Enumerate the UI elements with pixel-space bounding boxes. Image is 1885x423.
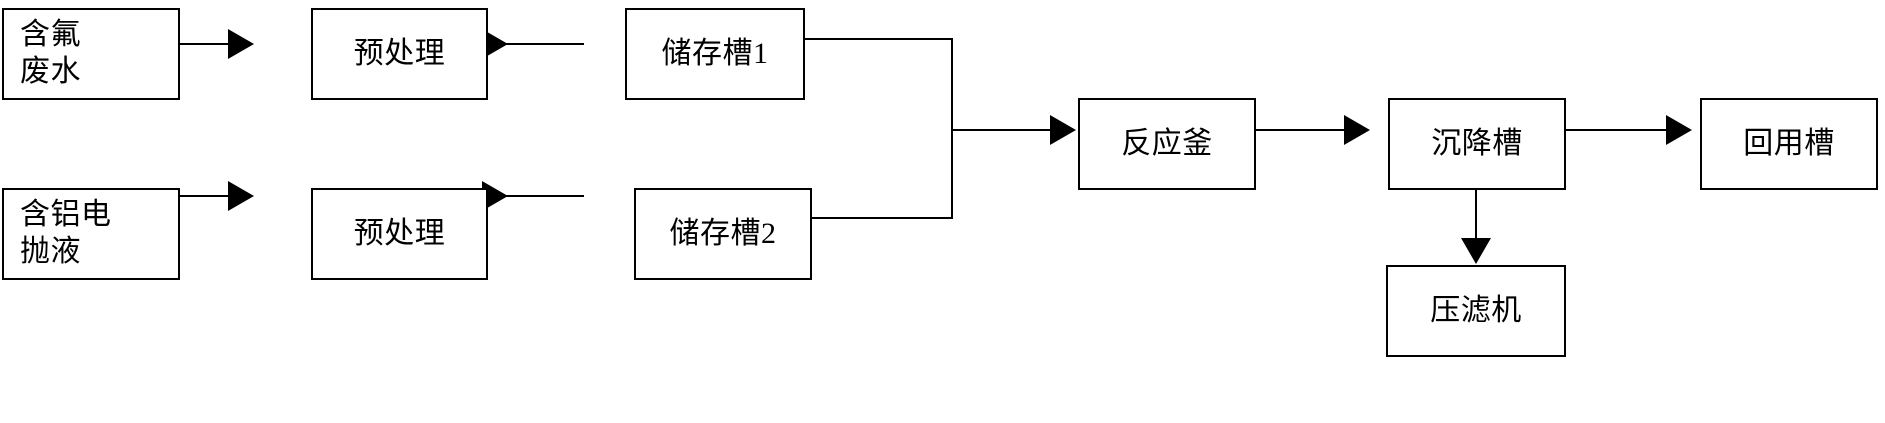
node-label-reactor: 反应釜	[1121, 126, 1213, 160]
edge-merge-column	[951, 38, 953, 219]
node-label-storage-tank-2: 储存槽2	[669, 216, 777, 250]
node-label-filter-press: 压滤机	[1430, 293, 1522, 327]
node-settling-tank[interactable]: 沉降槽	[1388, 98, 1566, 190]
arrowhead-settling-tank-to-filter-press	[1461, 238, 1491, 264]
node-reuse-tank[interactable]: 回用槽	[1700, 98, 1878, 190]
edge-storage-1-to-merge	[805, 38, 953, 40]
node-label-fluoride-wastewater: 含氟 废水	[20, 18, 81, 88]
arrowhead-reactor-to-settling-tank	[1344, 115, 1370, 145]
edge-settling-tank-to-reuse-tank	[1566, 129, 1670, 131]
node-aluminum-polishing-liquid[interactable]: 含铝电 抛液	[2, 188, 180, 280]
node-pretreatment-1[interactable]: 预处理	[311, 8, 488, 100]
node-pretreatment-2[interactable]: 预处理	[311, 188, 488, 280]
arrowhead-aluminum-to-pretreatment-2	[228, 181, 254, 211]
node-label-storage-tank-1: 储存槽1	[661, 36, 769, 70]
arrowhead-settling-tank-to-reuse-tank	[1666, 115, 1692, 145]
node-fluoride-wastewater[interactable]: 含氟 废水	[2, 8, 180, 100]
edge-settling-tank-to-filter-press	[1475, 190, 1477, 239]
edge-pretreatment-1-to-storage-1	[488, 43, 584, 45]
node-label-reuse-tank: 回用槽	[1743, 126, 1835, 160]
node-label-pretreatment-2: 预处理	[353, 216, 446, 250]
edge-reactor-to-settling-tank	[1256, 129, 1348, 131]
node-label-pretreatment-1: 预处理	[353, 36, 446, 70]
node-storage-tank-1[interactable]: 储存槽1	[625, 8, 805, 100]
node-storage-tank-2[interactable]: 储存槽2	[634, 188, 812, 280]
edge-aluminum-to-pretreatment-2	[180, 195, 230, 197]
node-reactor[interactable]: 反应釜	[1078, 98, 1256, 190]
edge-merge-to-reactor	[951, 129, 1056, 131]
node-label-aluminum-polishing-liquid: 含铝电 抛液	[20, 198, 112, 268]
arrowhead-fluoride-to-pretreatment-1	[228, 29, 254, 59]
arrowhead-merge-to-reactor	[1050, 115, 1076, 145]
edge-pretreatment-2-to-storage-2	[488, 195, 584, 197]
edge-storage-2-to-merge	[812, 217, 953, 219]
node-filter-press[interactable]: 压滤机	[1386, 265, 1566, 357]
node-label-settling-tank: 沉降槽	[1431, 126, 1523, 160]
edge-fluoride-to-pretreatment-1	[180, 43, 230, 45]
